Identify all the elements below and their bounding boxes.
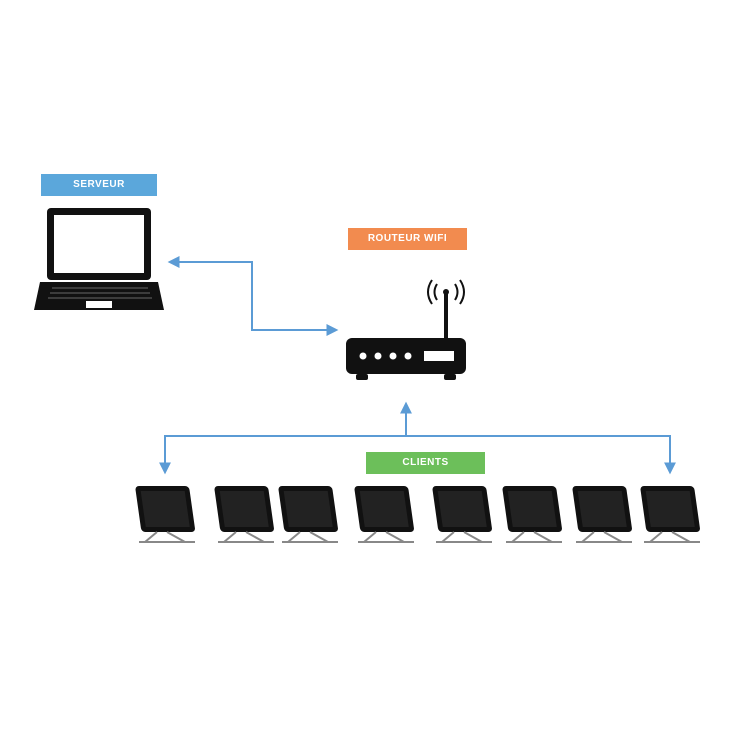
laptop-icon	[34, 208, 164, 310]
server-label: SERVEUR	[41, 174, 157, 196]
wifi-router-icon	[346, 279, 466, 380]
tablet-icon	[572, 486, 632, 543]
router-to-server-connector	[167, 256, 339, 336]
tablet-icon	[354, 486, 414, 543]
tablet-icon	[502, 486, 562, 543]
tablet-icon	[214, 486, 274, 543]
tablet-icon	[278, 486, 338, 543]
clients-group	[135, 486, 700, 543]
clients-label: CLIENTS	[366, 452, 485, 474]
router-label: ROUTEUR WIFI	[348, 228, 467, 250]
tablet-icon	[432, 486, 492, 543]
tablet-icon	[640, 486, 700, 543]
clients-bus-connector	[159, 435, 676, 475]
tablet-icon	[135, 486, 195, 543]
